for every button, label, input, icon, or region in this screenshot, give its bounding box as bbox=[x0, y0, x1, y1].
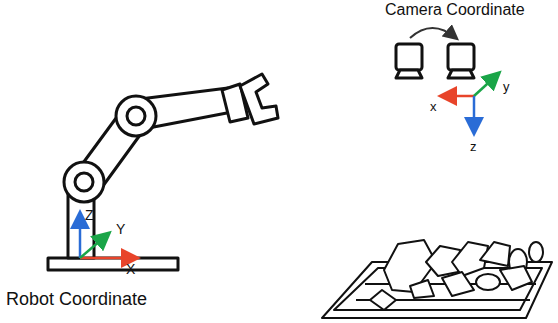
camera-lens bbox=[396, 70, 422, 78]
cameras bbox=[396, 44, 474, 78]
rock bbox=[410, 280, 434, 298]
title-label: Camera Coordinate bbox=[385, 2, 525, 18]
base-joint-inner bbox=[75, 173, 93, 191]
gripper bbox=[240, 74, 278, 124]
camera-x-axis bbox=[442, 95, 474, 98]
robot-z-axis bbox=[79, 214, 82, 258]
camera-z-axis bbox=[473, 96, 476, 132]
axis-label: X bbox=[126, 262, 135, 276]
rock bbox=[476, 274, 500, 290]
robot-y-axis bbox=[80, 234, 108, 258]
axis-label: Z bbox=[85, 208, 94, 222]
axis-label: z bbox=[470, 140, 477, 153]
rock bbox=[480, 242, 510, 266]
robot-base-plate bbox=[48, 258, 178, 270]
camera-y-axis bbox=[474, 74, 498, 96]
robot-x-axis bbox=[80, 257, 136, 260]
robot-arm bbox=[48, 74, 278, 270]
rock bbox=[500, 266, 532, 290]
axis-label: Y bbox=[116, 222, 125, 236]
camera-axes bbox=[442, 74, 498, 132]
camera-body bbox=[448, 44, 474, 70]
move-arrow bbox=[410, 28, 456, 38]
axis-label: x bbox=[430, 100, 437, 113]
elbow-joint-inner bbox=[127, 107, 145, 125]
base-joint bbox=[64, 162, 104, 202]
camera-body bbox=[396, 44, 422, 70]
elbow-joint bbox=[116, 96, 156, 136]
rock bbox=[529, 242, 543, 262]
rock bbox=[370, 290, 396, 310]
caption-label: Robot Coordinate bbox=[6, 290, 147, 308]
axis-label: y bbox=[503, 80, 510, 93]
rock-tray bbox=[322, 240, 552, 318]
rock bbox=[442, 272, 474, 296]
camera-lens bbox=[448, 70, 474, 78]
